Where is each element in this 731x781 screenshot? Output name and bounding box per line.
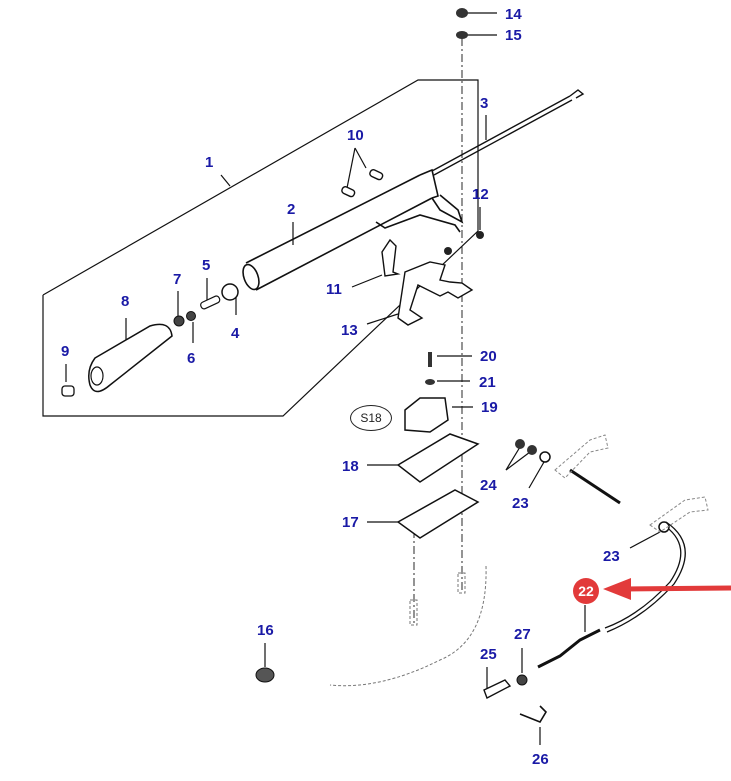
section-reference-badge[interactable]: S18 <box>350 405 392 431</box>
callout-6[interactable]: 6 <box>187 350 196 367</box>
nut-6 <box>186 311 196 321</box>
callout-14[interactable]: 14 <box>505 6 522 23</box>
callout-27[interactable]: 27 <box>514 626 531 643</box>
clevis-25 <box>483 679 512 699</box>
cable-22 <box>537 468 686 669</box>
grip-8 <box>88 323 173 393</box>
nut-27 <box>516 674 528 686</box>
callout-22-highlighted[interactable]: 22 <box>573 578 599 604</box>
callout-17[interactable]: 17 <box>342 514 359 531</box>
callout-1[interactable]: 1 <box>205 154 214 171</box>
callout-7[interactable]: 7 <box>173 271 182 288</box>
callout-25[interactable]: 25 <box>480 646 497 663</box>
callout-3[interactable]: 3 <box>480 95 489 112</box>
callout-23b[interactable]: 23 <box>603 548 620 565</box>
highlight-arrow <box>603 578 731 600</box>
nut-24a <box>515 439 525 449</box>
callout-20[interactable]: 20 <box>480 348 497 365</box>
pins <box>341 169 384 198</box>
washer-21 <box>425 379 435 385</box>
grommet-16 <box>255 667 275 683</box>
callout-11[interactable]: 11 <box>326 281 342 298</box>
callout-15[interactable]: 15 <box>505 27 522 44</box>
ratchet-13 <box>397 261 474 326</box>
plate-17 <box>396 489 480 539</box>
washer-7 <box>173 315 185 327</box>
clip-26 <box>519 705 548 723</box>
nut-12 <box>476 231 484 239</box>
screw-20 <box>428 352 432 367</box>
washer-23b <box>658 521 670 533</box>
spring-5 <box>200 295 221 310</box>
callout-26[interactable]: 26 <box>532 751 549 768</box>
callout-5[interactable]: 5 <box>202 257 211 274</box>
washer-23a <box>539 451 551 463</box>
nut-24b <box>527 445 537 455</box>
callout-12[interactable]: 12 <box>472 186 489 203</box>
plug-9 <box>61 385 75 397</box>
callout-19[interactable]: 19 <box>481 399 498 416</box>
handle-tube <box>242 168 464 291</box>
bushing-4 <box>221 283 239 301</box>
callout-4[interactable]: 4 <box>231 325 240 342</box>
callout-9[interactable]: 9 <box>61 343 70 360</box>
switch-19 <box>404 397 449 433</box>
callout-2[interactable]: 2 <box>287 201 296 218</box>
nut-14 <box>456 8 468 18</box>
callout-10[interactable]: 10 <box>347 127 364 144</box>
bracket-18 <box>396 433 480 483</box>
plate-11 <box>381 238 401 277</box>
callout-21[interactable]: 21 <box>479 374 496 391</box>
callout-23a[interactable]: 23 <box>512 495 529 512</box>
callout-13[interactable]: 13 <box>341 322 358 339</box>
callout-16[interactable]: 16 <box>257 622 274 639</box>
washer-15 <box>456 31 468 39</box>
assembly-outline <box>42 79 479 417</box>
callout-8[interactable]: 8 <box>121 293 130 310</box>
callout-24[interactable]: 24 <box>480 477 497 494</box>
callout-18[interactable]: 18 <box>342 458 359 475</box>
rod <box>431 89 585 176</box>
